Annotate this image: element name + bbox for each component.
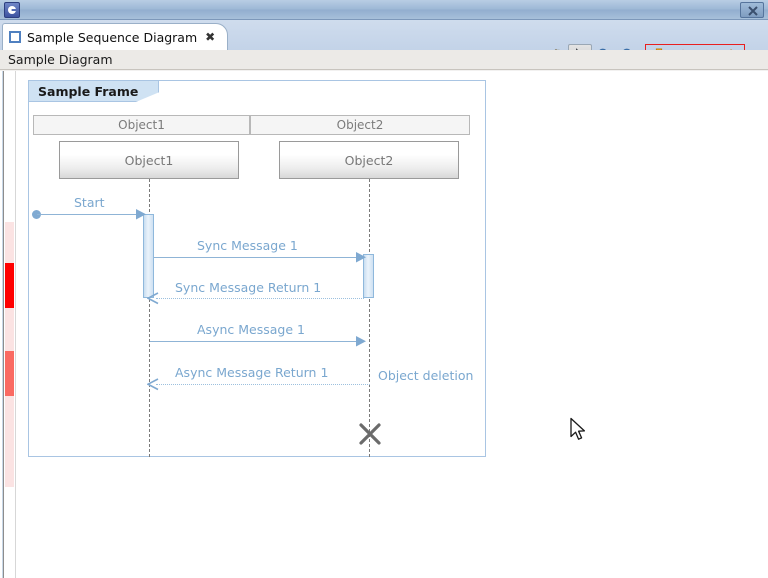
tab-label: Sample Sequence Diagram bbox=[27, 29, 198, 45]
lifeline-label: Object1 bbox=[124, 152, 174, 168]
breadcrumb: Sample Diagram bbox=[0, 50, 768, 70]
destruction-x-icon[interactable] bbox=[357, 421, 383, 447]
participant-header-label: Object2 bbox=[336, 118, 384, 132]
message-line-start[interactable] bbox=[37, 214, 144, 215]
destruction-label: Object deletion bbox=[378, 368, 474, 383]
arrowhead-filled-right bbox=[356, 336, 366, 347]
message-label-async-1: Async Message 1 bbox=[197, 322, 305, 337]
message-label-sync-return-1: Sync Message Return 1 bbox=[175, 280, 322, 295]
arrowhead-filled-right bbox=[356, 252, 366, 263]
lifeline-head-object2[interactable]: Object2 bbox=[279, 141, 459, 179]
participant-header-label: Object1 bbox=[118, 118, 165, 132]
warning-marker[interactable] bbox=[5, 351, 14, 396]
ruler-edge-line-2 bbox=[3, 71, 4, 578]
arrowhead-open-left bbox=[147, 378, 159, 391]
message-label-start: Start bbox=[74, 195, 105, 210]
sequence-frame[interactable]: Sample Frame Object1 Object2 Object1 Obj… bbox=[28, 80, 486, 457]
window-titlebar bbox=[0, 0, 768, 20]
lifeline-head-object1[interactable]: Object1 bbox=[59, 141, 239, 179]
editor-tab-row: Sample Sequence Diagram ✖ bbox=[0, 20, 768, 67]
message-label-sync-1: Sync Message 1 bbox=[197, 238, 298, 253]
found-message-origin-dot bbox=[32, 210, 41, 219]
diagram-icon bbox=[9, 31, 21, 43]
ruler-edge-line bbox=[2, 71, 3, 578]
app-icon bbox=[4, 2, 20, 18]
close-icon bbox=[748, 6, 758, 16]
frame-title-label: Sample Frame bbox=[38, 83, 139, 99]
lifeline-line-object2 bbox=[369, 179, 370, 457]
activation-bar-object2[interactable] bbox=[363, 254, 374, 298]
message-line-async-1[interactable] bbox=[150, 341, 364, 342]
breadcrumb-label: Sample Diagram bbox=[8, 52, 113, 67]
error-marker[interactable] bbox=[5, 263, 14, 308]
mouse-pointer bbox=[570, 417, 586, 440]
frame-title-tab: Sample Frame bbox=[28, 80, 160, 102]
lifeline-line-object1 bbox=[149, 179, 150, 457]
message-line-sync-return-1[interactable] bbox=[156, 298, 364, 299]
participant-header-object2[interactable]: Object2 bbox=[250, 115, 470, 135]
diagram-editor: Sample Frame Object1 Object2 Object1 Obj… bbox=[0, 71, 768, 578]
participant-header-object1[interactable]: Object1 bbox=[33, 115, 250, 135]
annotation-ruler[interactable] bbox=[0, 71, 16, 578]
arrowhead-filled-right bbox=[136, 209, 146, 220]
message-line-async-return-1[interactable] bbox=[156, 384, 370, 385]
lifeline-label: Object2 bbox=[344, 152, 394, 168]
tab-sample-sequence-diagram[interactable]: Sample Sequence Diagram ✖ bbox=[2, 23, 229, 50]
message-line-sync-1[interactable] bbox=[154, 257, 364, 258]
arrowhead-open-left bbox=[147, 292, 159, 305]
tab-close-icon[interactable]: ✖ bbox=[205, 30, 216, 44]
activation-bar-object1[interactable] bbox=[143, 214, 154, 298]
diagram-canvas[interactable]: Sample Frame Object1 Object2 Object1 Obj… bbox=[16, 71, 768, 578]
message-label-async-return-1: Async Message Return 1 bbox=[175, 365, 329, 380]
window-close-button[interactable] bbox=[740, 2, 764, 18]
